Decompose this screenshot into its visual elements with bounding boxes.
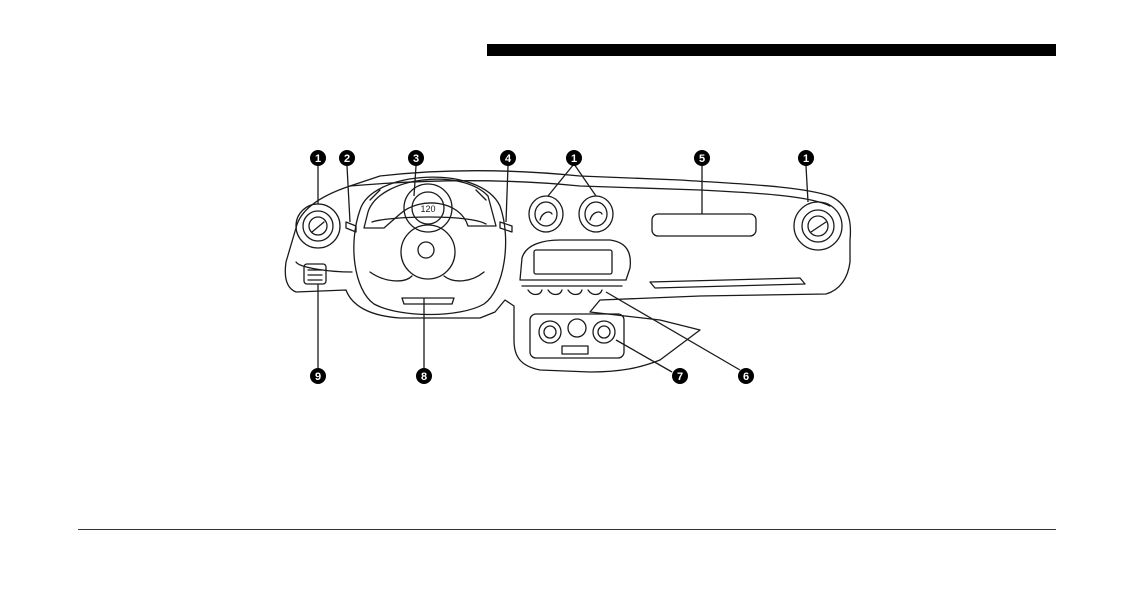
leader-1-center-b xyxy=(574,164,596,196)
climate-knob-right xyxy=(593,321,615,343)
leader-1-center-a xyxy=(548,164,574,196)
callout-1-right: 1 xyxy=(798,150,814,166)
air-vent-left xyxy=(296,204,340,248)
footer-rule xyxy=(78,529,1056,530)
air-vent-center-left xyxy=(529,196,563,232)
callout-6: 6 xyxy=(738,368,754,384)
callout-2: 2 xyxy=(339,150,355,166)
passenger-trim-line xyxy=(650,278,805,288)
callout-number: 5 xyxy=(699,153,705,165)
callout-1-left: 1 xyxy=(310,150,326,166)
air-vent-right xyxy=(794,202,842,250)
air-vent-center-right xyxy=(579,196,613,232)
callout-number: 2 xyxy=(344,153,350,165)
callout-number: 9 xyxy=(315,371,321,383)
callout-4: 4 xyxy=(500,150,516,166)
callout-5: 5 xyxy=(694,150,710,166)
callout-number: 7 xyxy=(677,371,683,383)
callout-3: 3 xyxy=(408,150,424,166)
leader-1-right xyxy=(806,166,808,202)
leader-7 xyxy=(616,340,672,372)
leader-4 xyxy=(506,166,508,222)
callout-7: 7 xyxy=(672,368,688,384)
callout-number: 1 xyxy=(803,153,809,165)
speedometer-readout: 120 xyxy=(420,204,435,214)
callout-number: 6 xyxy=(743,371,749,383)
callout-number: 8 xyxy=(421,371,427,383)
lever-right xyxy=(500,222,512,232)
callout-number: 1 xyxy=(571,153,577,165)
callout-number: 4 xyxy=(505,153,512,165)
callout-number: 3 xyxy=(413,153,419,165)
passenger-panel xyxy=(652,214,756,236)
callout-8: 8 xyxy=(416,368,432,384)
callout-1-center: 1 xyxy=(566,150,582,166)
callout-number: 1 xyxy=(315,153,321,165)
climate-knob-left xyxy=(539,321,561,343)
leader-2 xyxy=(347,166,350,222)
callout-9: 9 xyxy=(310,368,326,384)
leader-6 xyxy=(606,292,740,370)
climate-knob-center xyxy=(568,319,586,337)
